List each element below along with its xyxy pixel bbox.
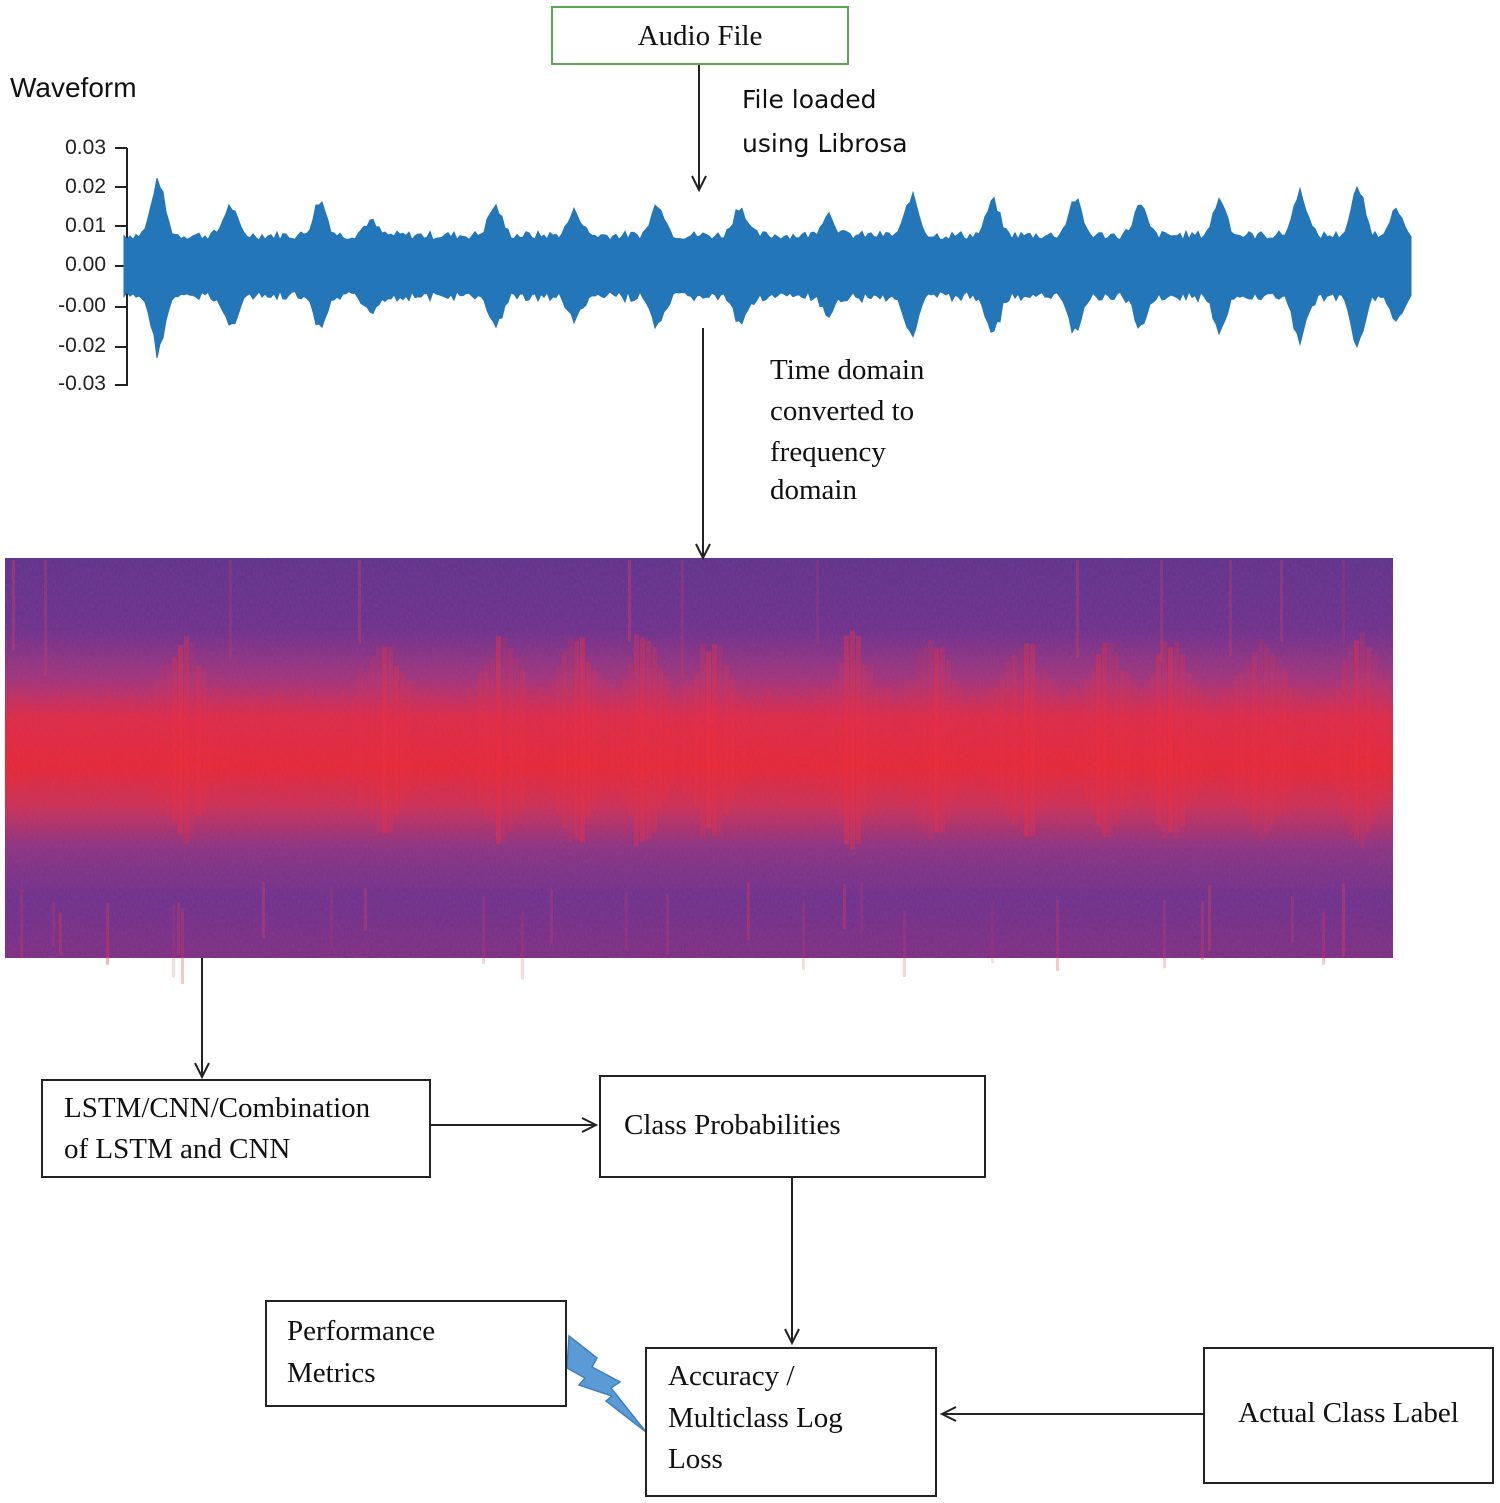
y-tick-label: 0.02: [65, 175, 106, 198]
actual-class-label-box: Actual Class Label: [1203, 1347, 1494, 1484]
model-label-line2: of LSTM and CNN: [64, 1133, 291, 1165]
y-tick-label: -0.00: [58, 294, 106, 317]
audio-file-label: Audio File: [637, 20, 763, 52]
actual-class-label: Actual Class Label: [1238, 1397, 1459, 1429]
accuracy-label-line3: Loss: [668, 1443, 723, 1475]
convert-note-line2: converted to: [770, 395, 915, 427]
y-tick-label: 0.01: [65, 214, 106, 237]
accuracy-label-line1: Accuracy /: [668, 1360, 795, 1392]
model-label-line1: LSTM/CNN/Combination: [64, 1092, 371, 1124]
convert-note-line3: frequency: [770, 436, 886, 468]
convert-note-line4: domain: [770, 474, 857, 506]
class-probabilities-box: Class Probabilities: [599, 1075, 986, 1178]
convert-note-line1: Time domain: [770, 354, 925, 386]
class-probabilities-label: Class Probabilities: [624, 1109, 841, 1141]
load-note-line2: using Librosa: [742, 129, 908, 158]
audio-file-box: Audio File: [551, 6, 849, 65]
performance-label-line2: Metrics: [287, 1357, 376, 1389]
performance-metrics-box: Performance Metrics: [265, 1300, 567, 1407]
performance-label-line1: Performance: [287, 1315, 436, 1347]
waveform-tick-marks: [115, 147, 127, 386]
lightning-bolt-icon: [566, 1334, 647, 1433]
y-tick-label: 0.03: [65, 136, 106, 159]
accuracy-loss-box: Accuracy / Multiclass Log Loss: [645, 1347, 937, 1497]
spectrogram: [5, 558, 1393, 984]
accuracy-label-line2: Multiclass Log: [668, 1402, 843, 1434]
waveform-title: Waveform: [10, 72, 137, 103]
load-note-line1: File loaded: [742, 85, 877, 114]
waveform-signal: [123, 178, 1412, 359]
model-box: LSTM/CNN/Combination of LSTM and CNN: [41, 1079, 431, 1178]
y-tick-label: 0.00: [65, 253, 106, 276]
y-tick-label: -0.03: [58, 372, 106, 395]
y-tick-label: -0.02: [58, 334, 106, 357]
